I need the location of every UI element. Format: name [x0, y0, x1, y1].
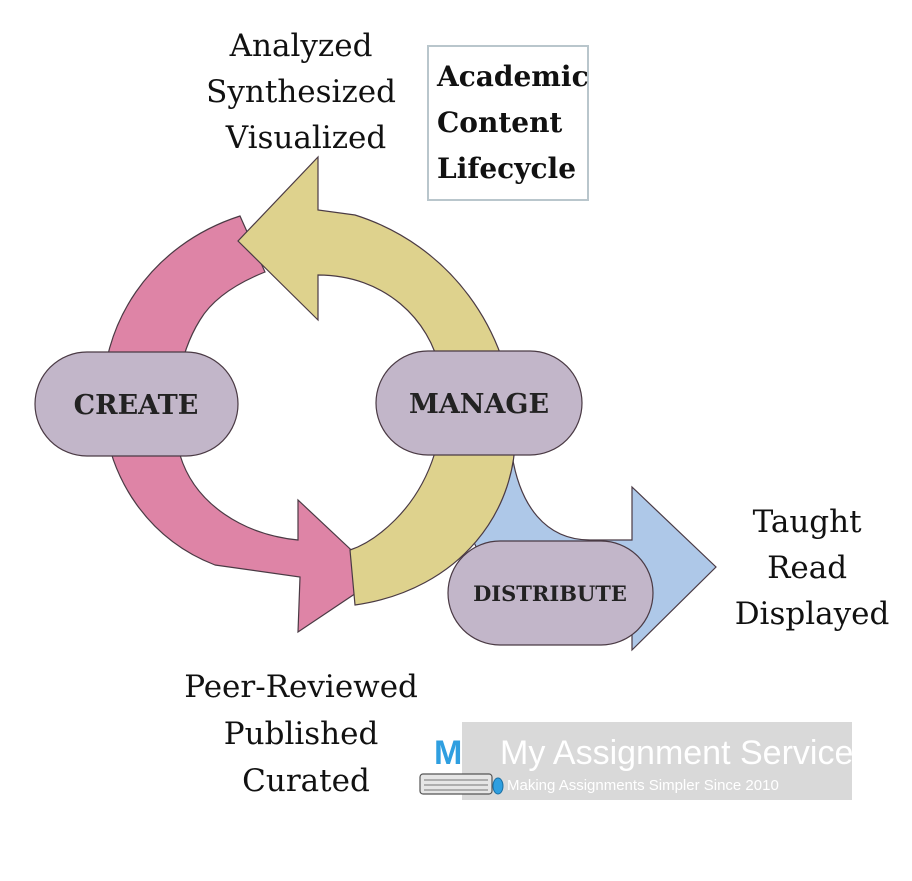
svg-text:Analyzed Synthesized V: Analyzed Synthesized Visualized [206, 28, 406, 156]
annotation-published: Published [224, 716, 379, 752]
manage-arrow [237, 155, 516, 606]
title-line-1: Academic [436, 60, 589, 93]
annotation-synthesized: Synthesized [206, 74, 396, 110]
title-line-3: Lifecycle [437, 152, 576, 185]
svg-text:Academic Content Lifec: Academic Content Lifecycle [436, 60, 598, 185]
stage-distribute: DISTRIBUTE [447, 540, 654, 646]
create-arrow [102, 215, 381, 634]
stage-create: CREATE [34, 351, 239, 457]
annotation-read: Read [767, 550, 847, 586]
watermark-tagline: Making Assignments Simpler Since 2010 [507, 777, 779, 794]
watermark-background [462, 722, 852, 800]
watermark-brand: My Assignment Services [500, 734, 870, 772]
title-box [427, 45, 589, 201]
annotation-taught: Taught [753, 504, 863, 540]
mouse-icon [492, 777, 504, 795]
svg-text:Peer-Reviewed Published: Peer-Reviewed Published Curated [184, 669, 428, 799]
title-line-2: Content [437, 106, 562, 139]
watermark: M My Assignment Services Making Assignme… [419, 722, 870, 800]
annotation-peer-reviewed: Peer-Reviewed [184, 669, 418, 705]
keyboard-icon [419, 773, 493, 795]
stage-manage: MANAGE [375, 350, 583, 456]
annotation-displayed: Displayed [735, 596, 890, 632]
annotation-analyzed: Analyzed [229, 28, 373, 64]
stage-create-label: CREATE [74, 390, 199, 421]
watermark-logo-letter: M [434, 734, 462, 772]
stage-manage-label: MANAGE [409, 389, 549, 420]
annotation-visualized: Visualized [225, 120, 386, 156]
svg-text:Taught Read Displayed: Taught Read Displayed [735, 504, 890, 632]
annotation-curated: Curated [242, 763, 370, 799]
stage-distribute-label: DISTRIBUTE [473, 581, 627, 606]
